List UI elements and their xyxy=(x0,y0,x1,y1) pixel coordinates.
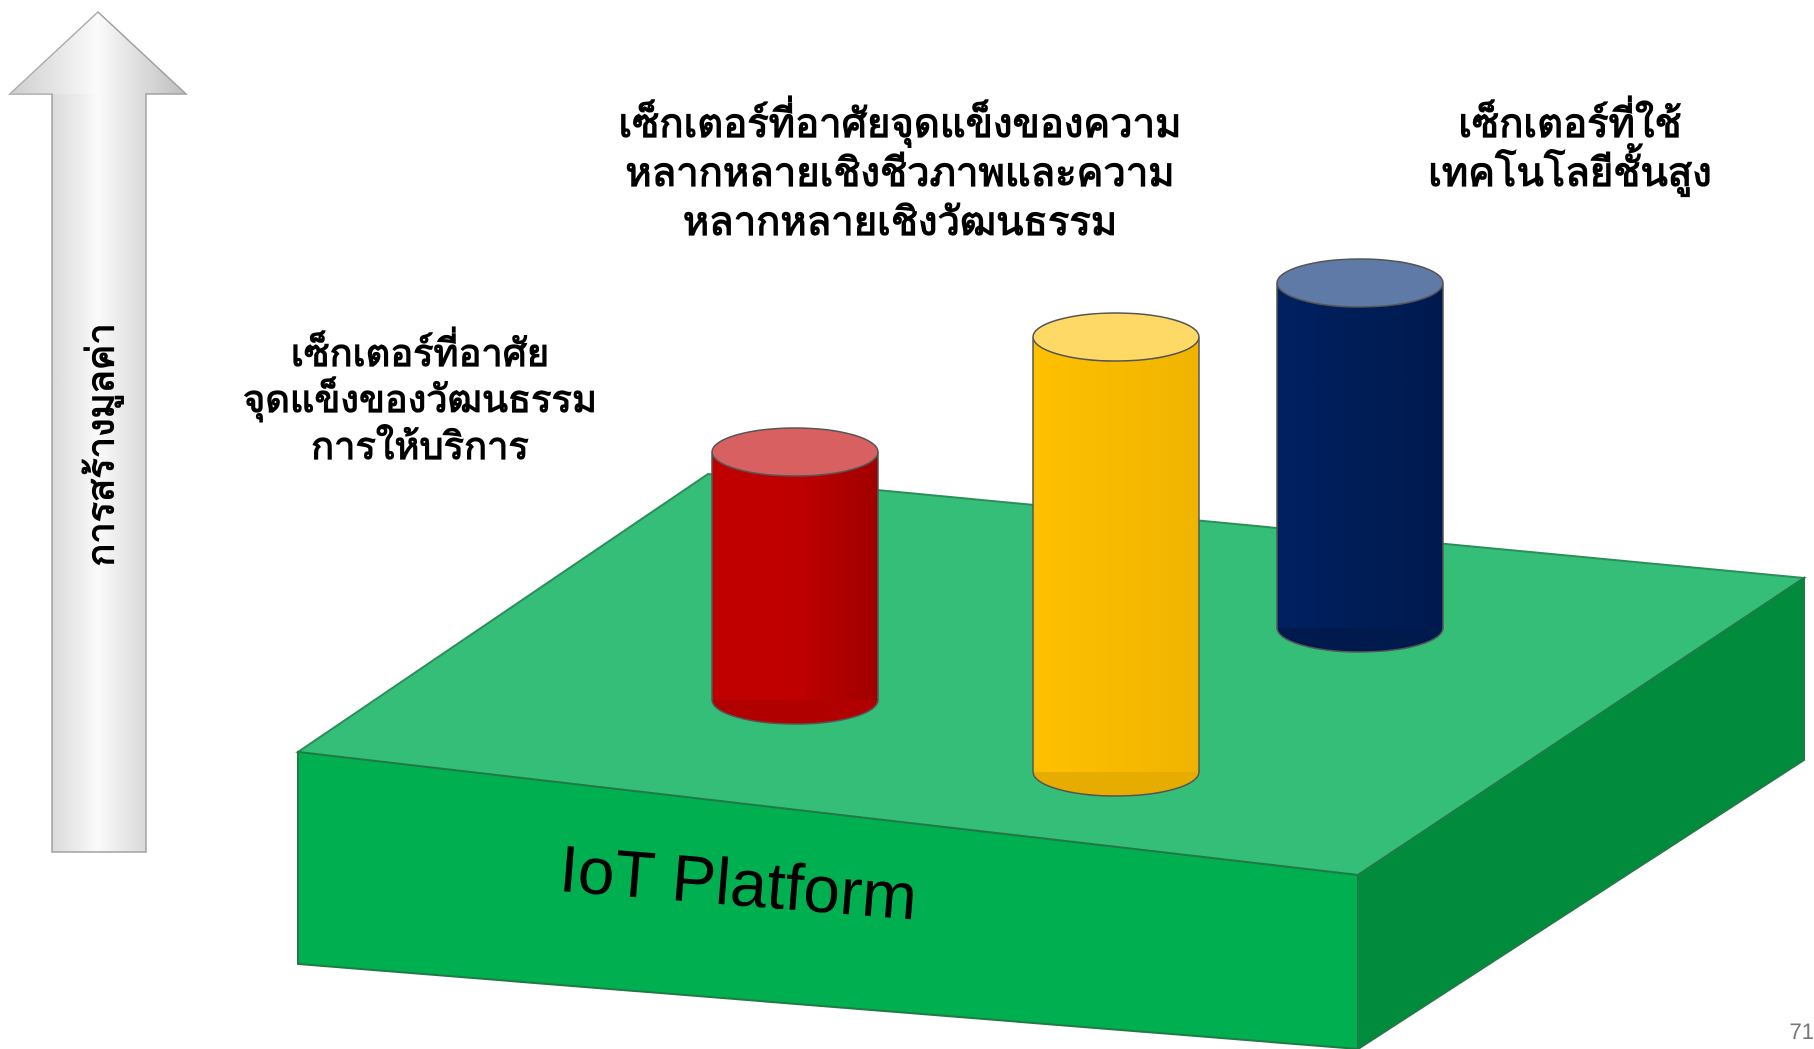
pillar-hightech-body xyxy=(1277,283,1443,628)
pillar-hightech-label: เซ็กเตอร์ที่ใช้ เทคโนโลยีชั้นสูง xyxy=(1428,101,1712,196)
pillar-culture-label: เซ็กเตอร์ที่อาศัย จุดแข็งของวัฒนธรรม การ… xyxy=(242,331,598,468)
pillar-hightech-top xyxy=(1276,258,1444,308)
value-arrow xyxy=(8,10,188,853)
pillar-hightech xyxy=(1276,258,1444,653)
pillar-biodiversity-top xyxy=(1032,312,1200,362)
pillar-biodiversity-label: เซ็กเตอร์ที่อาศัยจุดแข็งของความ หลากหลาย… xyxy=(618,101,1182,245)
pillar-culture xyxy=(711,427,879,725)
page-number: 71 xyxy=(1789,1019,1814,1044)
pillar-biodiversity-body xyxy=(1033,337,1199,772)
axis-label: การสร้างมูลค่า xyxy=(78,323,123,567)
pillar-culture-top xyxy=(711,427,879,477)
arrow-head xyxy=(8,10,188,853)
platform-front-face xyxy=(297,750,1359,1049)
pillar-biodiversity xyxy=(1032,312,1200,797)
platform-side-face xyxy=(1357,576,1805,1049)
